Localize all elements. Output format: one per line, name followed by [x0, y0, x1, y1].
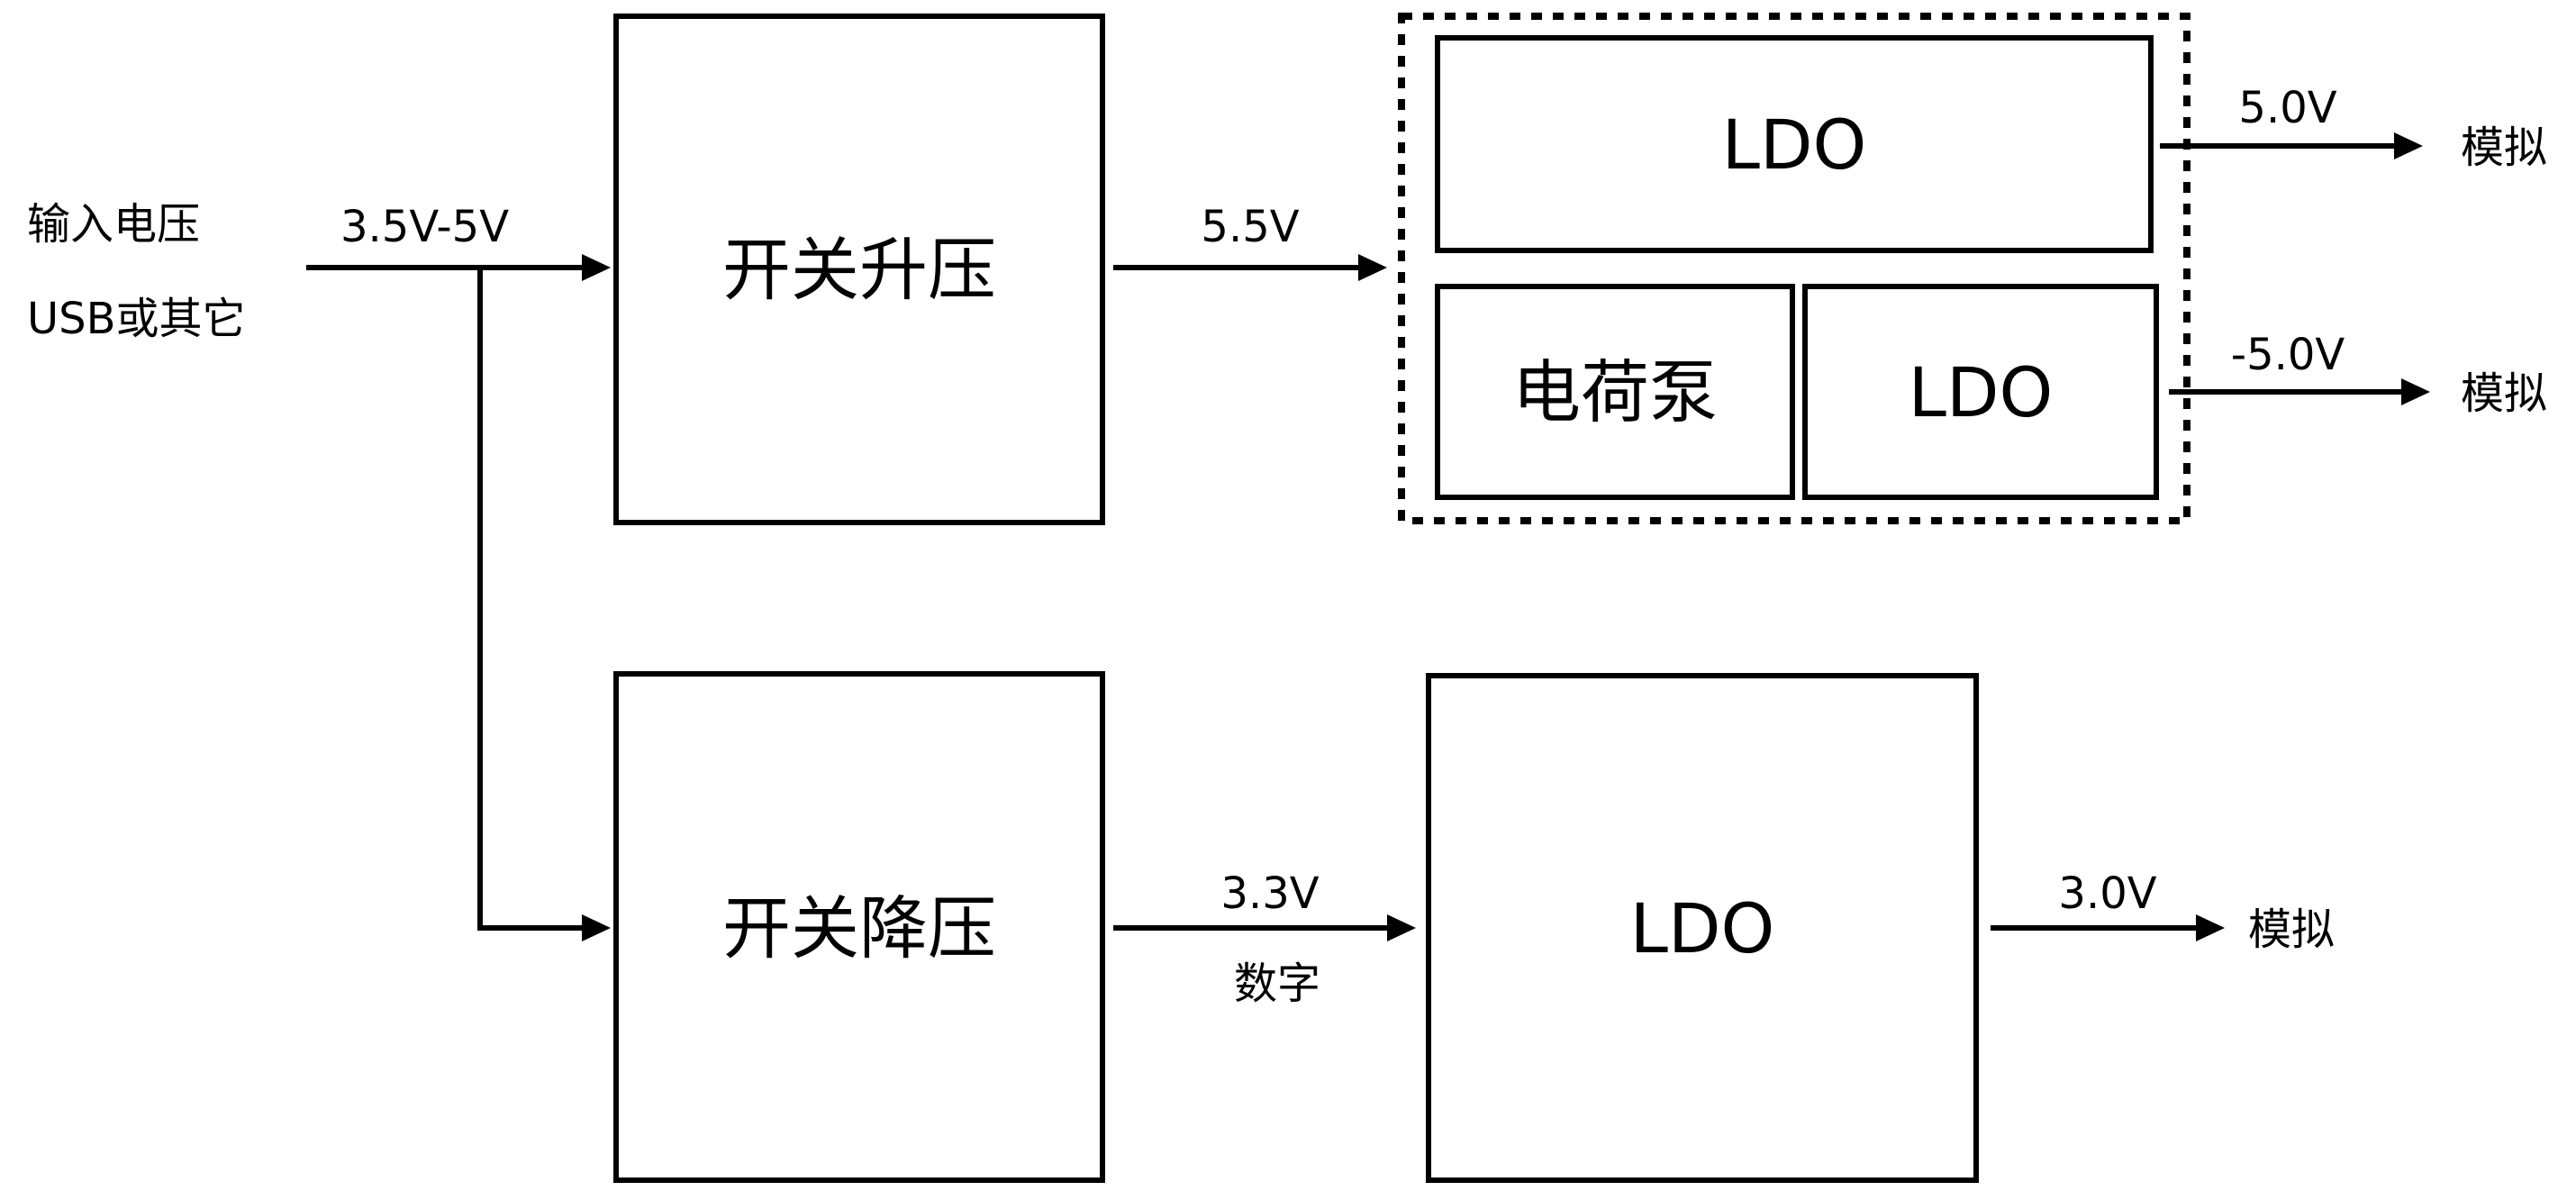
ldo-bottom-block [1426, 673, 1979, 1183]
ldo-top-output-label: 5.0V [2238, 83, 2336, 133]
input-arrowhead [582, 254, 611, 281]
buck-label: 开关降压 [722, 888, 996, 968]
ldo-negative-destination: 模拟 [2461, 368, 2547, 419]
analog-rail-group [1398, 13, 2191, 524]
boost-output-arrowhead [1358, 254, 1387, 281]
charge-pump-block [1435, 284, 1795, 500]
input-label-line2: USB或其它 [27, 294, 246, 344]
boost-output-label: 5.5V [1201, 202, 1299, 252]
ldo-negative-block [1802, 284, 2159, 500]
input-label-line1: 输入电压 [27, 199, 200, 250]
ldo-bottom-destination: 模拟 [2248, 905, 2335, 955]
boost-block [613, 14, 1105, 525]
buck-output-label: 3.3V [1220, 868, 1319, 919]
ldo-negative-output-label: -5.0V [2231, 330, 2345, 380]
buck-output-arrowhead [1387, 914, 1416, 941]
ldo-top-label: LDO [1722, 105, 1867, 185]
buck-block [613, 671, 1105, 1183]
charge-pump-label: 电荷泵 [1512, 352, 1718, 432]
ldo-bottom-output-arrowhead [2196, 914, 2225, 941]
ldo-bottom-label: LDO [1630, 888, 1775, 968]
ldo-top-block [1435, 35, 2154, 253]
branch-arrowhead [582, 914, 611, 941]
ldo-bottom-output-label: 3.0V [2058, 868, 2156, 919]
ldo-negative-output-arrowhead [2401, 378, 2430, 405]
ldo-top-destination: 模拟 [2461, 123, 2547, 173]
ldo-top-output-arrowhead [2394, 132, 2423, 159]
input-voltage-label: 3.5V-5V [340, 202, 509, 252]
buck-output-sublabel: 数字 [1234, 959, 1320, 1009]
boost-label: 开关升压 [722, 230, 996, 310]
ldo-negative-label: LDO [1909, 352, 2054, 432]
